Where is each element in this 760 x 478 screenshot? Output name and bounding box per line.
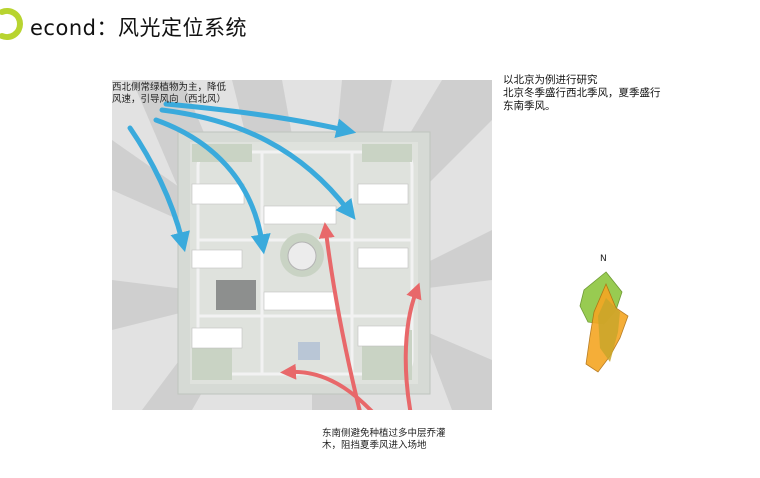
clubhouse-roof [216, 280, 256, 310]
summer-wind-arrows [280, 222, 422, 410]
wind-arrow-southeast-1 [318, 222, 362, 410]
wind-arrow-southeast-3 [403, 282, 422, 410]
slide-title: econd：风光定位系统 [0, 4, 300, 40]
winter-wind-arrows [127, 101, 357, 255]
south-entrance [298, 342, 320, 360]
wind-arrow-northwest-1 [127, 125, 190, 253]
wind-rose-core [598, 298, 620, 362]
research-note-line-3: 东南季风。 [503, 100, 556, 112]
wind-arrow-northwest-3 [159, 107, 356, 220]
wind-rose-icon [579, 271, 629, 373]
annotation-southeast-line-2: 木，阻挡夏季风进入场地 [322, 440, 427, 451]
wind-arrow-northwest-4 [163, 101, 357, 139]
research-note-line-1: 以北京为例进行研究 [503, 74, 598, 86]
research-note: 以北京为例进行研究 北京冬季盛行西北季风，夏季盛行 东南季风。 [503, 74, 661, 113]
page-title: econd：风光定位系统 [30, 16, 247, 40]
annotation-northwest-line-2: 风速，引导风向（西北风） [112, 94, 227, 105]
annotation-southeast: 东南侧避免种植过多中层乔灌 木，阻挡夏季风进入场地 [322, 428, 446, 452]
wind-arrow-northwest-2 [153, 117, 271, 255]
wind-arrow-southeast-2 [280, 363, 374, 410]
annotation-northwest-line-1: 西北侧常绿植物为主，降低 [112, 82, 227, 93]
annotation-southeast-line-1: 东南侧避免种植过多中层乔灌 [322, 428, 446, 439]
annotation-northwest: 西北侧常绿植物为主，降低 风速，引导风向（西北风） [112, 82, 226, 106]
central-plaza [287, 241, 317, 271]
buildings [191, 183, 409, 349]
compass-north-label: N [600, 254, 607, 264]
research-note-line-2: 北京冬季盛行西北季风，夏季盛行 [503, 87, 661, 99]
logo-ring-icon [0, 8, 23, 40]
site-plan [112, 80, 492, 410]
